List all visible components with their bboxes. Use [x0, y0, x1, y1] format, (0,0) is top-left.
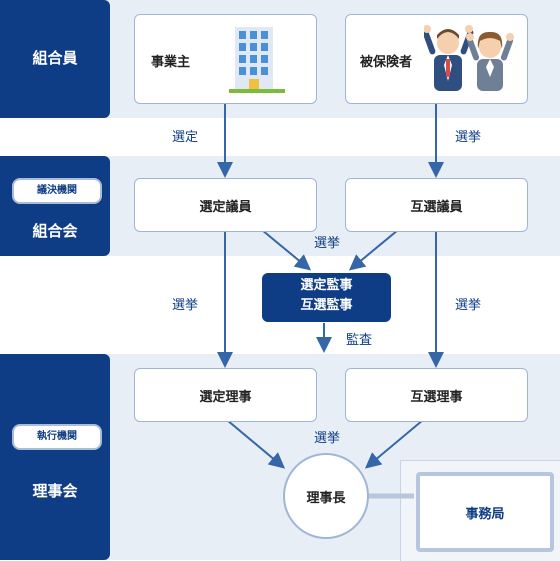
employer-box: 事業主: [134, 14, 317, 104]
auditors-label-appointed: 選定監事: [300, 278, 353, 293]
board-side-panel: 執行機関 理事会: [0, 354, 110, 560]
appointed-councilor-label: 選定議員: [199, 199, 252, 215]
edge-label-audit: 監査: [346, 333, 373, 348]
edge-label-elect-center-top: 選挙: [314, 236, 341, 251]
arrow-director-to-chairman-left: [226, 419, 286, 469]
assembly-side-panel: 議決機関 組合会: [0, 156, 110, 256]
arrow-councilor-to-auditors-right: [348, 229, 399, 271]
board-badge: 執行機関: [12, 424, 102, 450]
people-icon: [424, 25, 514, 91]
edge-label-elect-center-bottom: 選挙: [314, 431, 341, 446]
auditors-box: 選定監事 互選監事: [262, 273, 391, 322]
auditors-label-elected: 互選監事: [300, 298, 353, 313]
edge-label-elect-right-mid: 選挙: [455, 298, 482, 313]
arrow-director-to-chairman-right: [364, 419, 424, 469]
insured-box: 被保険者: [345, 14, 528, 104]
members-label: 組合員: [32, 49, 78, 67]
building-icon: [229, 27, 285, 93]
insured-label: 被保険者: [360, 55, 413, 70]
elected-director-box: 互選理事: [345, 368, 528, 422]
assembly-badge: 議決機関: [12, 178, 102, 204]
members-side-panel: 組合員: [0, 0, 110, 118]
secretariat-label: 事務局: [465, 506, 505, 522]
edge-label-elect-top: 選挙: [455, 130, 482, 145]
elected-councilor-box: 互選議員: [345, 178, 528, 232]
secretariat-box: 事務局: [416, 472, 554, 552]
board-label: 理事会: [32, 482, 78, 500]
employer-label: 事業主: [151, 55, 191, 70]
edge-label-elect-left-mid: 選挙: [172, 298, 199, 313]
edge-label-appoint: 選定: [172, 130, 199, 145]
appointed-director-label: 選定理事: [199, 389, 252, 405]
appointed-councilor-box: 選定議員: [134, 178, 317, 232]
elected-councilor-label: 互選議員: [410, 199, 463, 215]
elected-director-label: 互選理事: [410, 389, 463, 405]
assembly-label: 組合会: [32, 222, 78, 240]
chairman-circle: 理事長: [283, 453, 369, 539]
arrow-councilor-to-auditors-left: [261, 229, 312, 271]
chairman-label: 理事長: [306, 490, 346, 506]
appointed-director-box: 選定理事: [134, 368, 317, 422]
